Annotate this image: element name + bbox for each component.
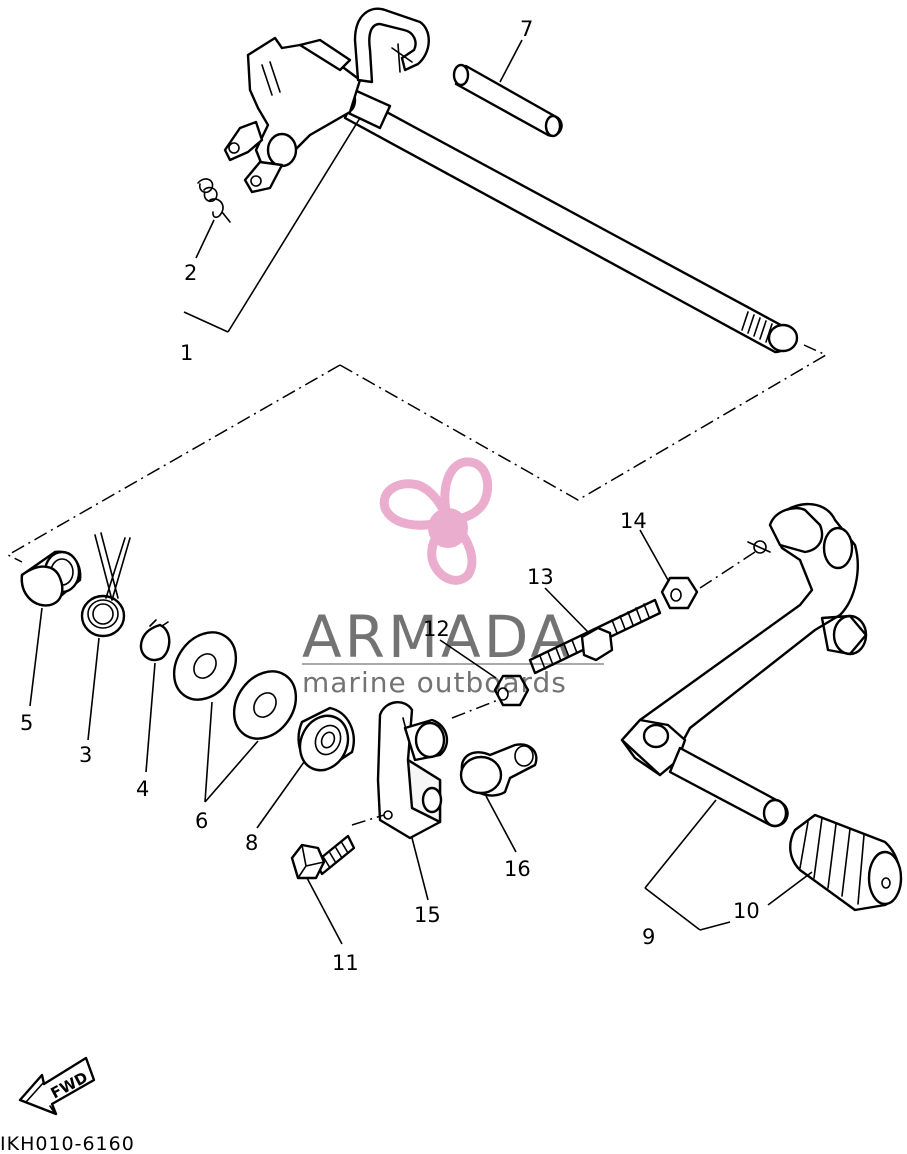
assembly-axis bbox=[351, 551, 756, 826]
return-spring bbox=[197, 178, 231, 223]
shift-pedal bbox=[620, 502, 868, 828]
drawing-code: IKH010-6160 bbox=[0, 1133, 135, 1154]
assembly-outline bbox=[6, 344, 828, 563]
cap bbox=[459, 743, 538, 797]
callout-1: 1 bbox=[180, 341, 193, 365]
bearing bbox=[297, 706, 355, 772]
watermark-brand: ARMADA bbox=[302, 603, 573, 671]
circlip bbox=[139, 619, 171, 662]
callout-15: 15 bbox=[414, 903, 441, 927]
callout-12: 12 bbox=[423, 617, 450, 641]
shift-arm bbox=[376, 701, 449, 840]
washers bbox=[172, 631, 298, 740]
nut bbox=[493, 674, 530, 707]
callout-5: 5 bbox=[20, 711, 33, 735]
callout-8: 8 bbox=[245, 831, 258, 855]
lock-nut bbox=[660, 576, 699, 610]
callout-14: 14 bbox=[620, 509, 647, 533]
watermark: ARMADA marine outboards bbox=[302, 457, 604, 699]
pedal-rubber bbox=[789, 813, 903, 912]
callout-9: 9 bbox=[642, 925, 655, 949]
callout-2: 2 bbox=[184, 261, 197, 285]
callout-10: 10 bbox=[733, 899, 760, 923]
callout-13: 13 bbox=[527, 565, 554, 589]
fwd-arrow: FWD bbox=[18, 1056, 96, 1116]
torsion-spring bbox=[80, 532, 131, 638]
callout-11: 11 bbox=[332, 951, 359, 975]
stud-bolt bbox=[528, 598, 662, 675]
propeller-icon bbox=[379, 457, 493, 585]
callout-4: 4 bbox=[136, 777, 149, 801]
watermark-tagline: marine outboards bbox=[302, 666, 567, 699]
shift-shaft bbox=[223, 7, 799, 354]
callout-3: 3 bbox=[79, 743, 92, 767]
callout-7: 7 bbox=[520, 17, 533, 41]
collar bbox=[20, 550, 82, 607]
callout-labels: 1 2 7 5 3 4 6 8 15 16 11 12 13 14 9 10 bbox=[20, 17, 760, 975]
callout-16: 16 bbox=[504, 857, 531, 881]
shift-pin bbox=[452, 63, 563, 138]
bolt bbox=[290, 834, 356, 880]
leader-lines bbox=[29, 39, 813, 945]
callout-6: 6 bbox=[195, 809, 208, 833]
